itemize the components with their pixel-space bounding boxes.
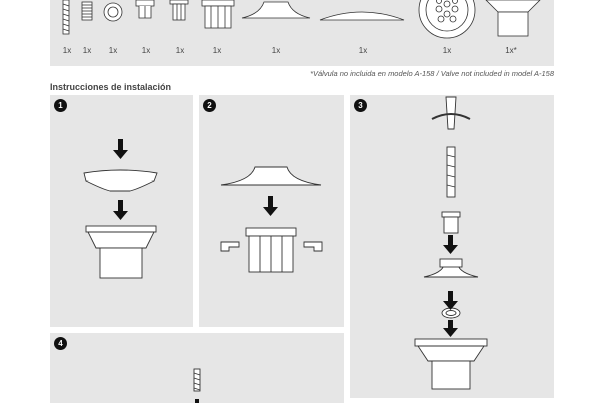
part-qty: 1x (358, 46, 368, 55)
rotate-arrow-icon (431, 113, 471, 120)
part-qty: 1x (442, 46, 452, 55)
parts-illustrations (62, 0, 541, 39)
hand-left-icon (220, 241, 240, 252)
down-arrow-icon (195, 399, 199, 403)
spring-icon (62, 0, 70, 35)
strainer-grid-icon (418, 0, 476, 39)
step-1-panel: 1 (50, 95, 193, 327)
part-qty: 1x (271, 46, 281, 55)
step-badge: 1 (54, 99, 67, 112)
part-qty: 1x (175, 46, 185, 55)
dome-cover-icon (319, 11, 405, 21)
flange-icon (241, 1, 311, 19)
down-arrow-icon (113, 139, 128, 220)
o-ring-icon (103, 2, 123, 22)
step-badge: 4 (54, 337, 67, 350)
part-qty: 1x* (505, 46, 517, 55)
step-1-illustration (83, 139, 158, 279)
step-badge: 3 (354, 99, 367, 112)
section-title: Instrucciones de instalación (50, 82, 172, 92)
step-3-illustration (414, 96, 488, 390)
step-badge: 2 (203, 99, 216, 112)
part-qty: 1x (141, 46, 151, 55)
step-2-illustration (220, 166, 323, 273)
step-4-panel: 4 (50, 333, 344, 403)
basket-nut-icon (201, 0, 235, 29)
coil-spring-icon (81, 1, 93, 21)
drain-body-icon (485, 0, 541, 37)
step-2-panel: 2 (199, 95, 344, 327)
valve-note: *Válvula no incluida en modelo A-158 / V… (310, 69, 554, 78)
valve-cap-icon (135, 0, 155, 19)
parts-list-band: 1x 1x 1x 1x 1x 1x 1x 1x 1x 1x* (50, 0, 554, 66)
part-qty: 1x (62, 46, 72, 55)
part-qty: 1x (82, 46, 92, 55)
down-arrow-icon (263, 196, 278, 216)
part-qty: 1x (108, 46, 118, 55)
part-qty: 1x (212, 46, 222, 55)
down-arrow-icon (443, 235, 458, 337)
hand-right-icon (303, 241, 323, 252)
valve-body-icon (169, 0, 189, 21)
step-4-illustration (193, 368, 201, 403)
step-3-panel: 3 (350, 95, 554, 398)
